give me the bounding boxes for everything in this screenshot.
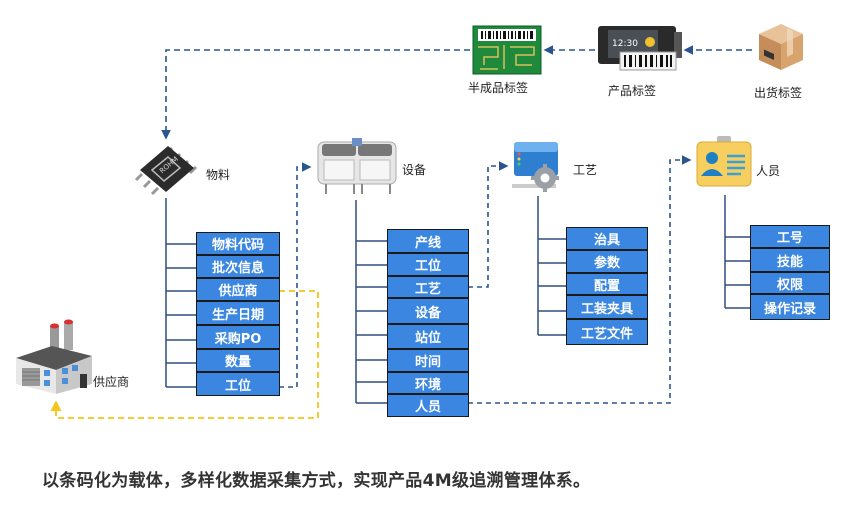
material-node: ROHM	[132, 140, 202, 198]
material-item: 采购PO	[197, 326, 279, 350]
process-attribute-list: 治具 参数 配置 工装夹具 工艺文件	[566, 227, 648, 345]
shipping-label-text: 出货标签	[754, 86, 803, 100]
material-item: 生产日期	[197, 302, 279, 326]
id-badge-icon	[696, 136, 752, 187]
process-item: 参数	[567, 251, 647, 274]
personnel-node	[695, 136, 753, 188]
supplier-label: 供应商	[93, 375, 130, 389]
personnel-tree	[724, 195, 751, 309]
equipment-item: 站位	[388, 325, 468, 350]
personnel-item: 操作记录	[751, 295, 829, 319]
equipment-item: 产线	[388, 230, 468, 254]
process-tree	[537, 196, 567, 336]
pcb-barcode-icon	[472, 25, 542, 75]
equipment-label: 设备	[402, 163, 427, 177]
semi-finished-label-text: 半成品标签	[468, 81, 529, 95]
cardboard-box-icon	[759, 24, 803, 70]
diagram-caption: 以条码化为载体，多样化数据采集方式，实现产品4M级追溯管理体系。	[42, 471, 591, 491]
material-item: 供应商	[197, 279, 279, 302]
process-item: 工装夹具	[567, 296, 647, 320]
trace-flow-top	[161, 45, 752, 140]
equipment-item: 设备	[388, 299, 468, 325]
material-item: 数量	[197, 350, 279, 373]
process-label: 工艺	[573, 163, 598, 177]
device-barcode-icon: 12:30	[598, 26, 682, 71]
material-tree	[165, 198, 197, 388]
chip-icon: ROHM	[134, 146, 198, 196]
svg-text:12:30: 12:30	[612, 39, 638, 49]
material-label: 物料	[206, 168, 231, 182]
material-item: 工位	[197, 373, 279, 395]
equipment-item: 时间	[388, 350, 468, 373]
supplier-link	[50, 290, 319, 419]
equipment-item: 工位	[388, 254, 468, 277]
product-label-text: 产品标签	[608, 84, 657, 98]
equipment-item: 工艺	[388, 277, 468, 299]
material-attribute-list: 物料代码 批次信息 供应商 生产日期 采购PO 数量 工位	[196, 232, 280, 396]
personnel-label: 人员	[756, 164, 781, 178]
equipment-item: 人员	[388, 395, 468, 416]
personnel-attribute-list: 工号 技能 权限 操作记录	[750, 225, 830, 320]
process-item: 工艺文件	[567, 320, 647, 344]
equipment-tree	[355, 200, 388, 404]
process-node	[512, 140, 562, 196]
product-label-node: 12:30	[594, 22, 684, 74]
smt-machine-icon	[317, 138, 397, 194]
equipment-attribute-list: 产线 工位 工艺 设备 站位 时间 环境 人员	[387, 229, 469, 417]
material-item: 批次信息	[197, 256, 279, 279]
supplier-node	[14, 318, 94, 398]
factory-icon	[16, 319, 92, 394]
cross-links	[279, 155, 692, 404]
monitor-gear-icon	[512, 142, 559, 192]
equipment-node	[314, 134, 400, 196]
personnel-item: 技能	[751, 249, 829, 273]
material-item: 物料代码	[197, 233, 279, 256]
semi-finished-label-node	[472, 25, 542, 75]
process-item: 配置	[567, 274, 647, 296]
personnel-item: 权限	[751, 273, 829, 295]
shipping-label-node	[756, 20, 806, 74]
equipment-item: 环境	[388, 373, 468, 395]
process-item: 治具	[567, 228, 647, 251]
personnel-item: 工号	[751, 226, 829, 249]
